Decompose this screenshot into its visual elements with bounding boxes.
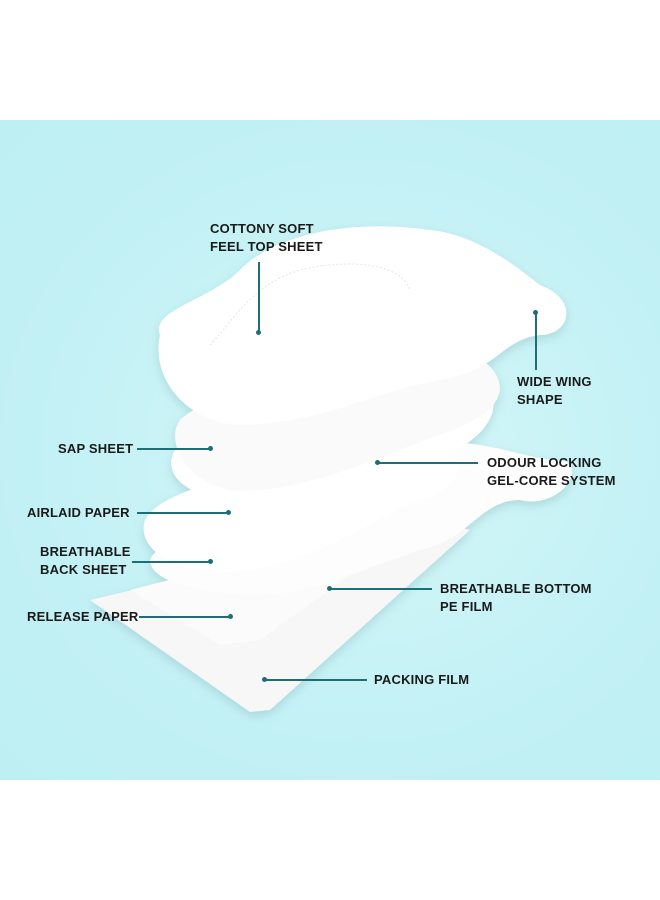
leader-dot [533,310,538,315]
label-airlaid-paper: AIRLAID PAPER [27,505,130,520]
leader-line [137,448,210,450]
leader-line [139,616,230,618]
leader-line [258,262,260,332]
label-release-paper: RELEASE PAPER [27,609,139,624]
top-sheet-layer [158,226,567,426]
leader-dot [226,510,231,515]
leader-line [137,512,228,514]
leader-line [378,462,478,464]
leader-dot [375,460,380,465]
leader-dot [228,614,233,619]
back-sheet-layer [143,446,458,572]
label-packing-film: PACKING FILM [374,672,470,687]
pad-layers-illustration [90,226,573,712]
leader-line [330,588,432,590]
leader-line [132,561,210,563]
gel-core-layer [175,349,500,491]
leader-dot [262,677,267,682]
leader-line [265,679,367,681]
leader-dot [256,330,261,335]
label-sap-sheet: SAP SHEET [58,441,134,456]
leader-line [535,313,537,370]
leader-dot [208,446,213,451]
leader-dot [208,559,213,564]
leader-dot [327,586,332,591]
